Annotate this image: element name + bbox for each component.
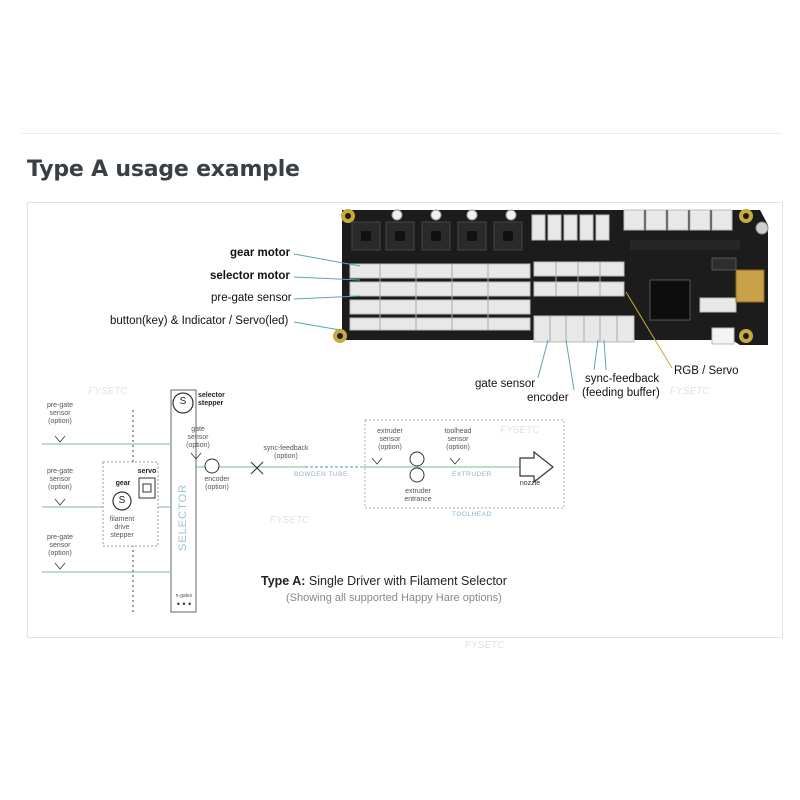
watermark: FYSETC [500,425,540,436]
caption-title: Type A: Single Driver with Filament Sele… [261,574,507,588]
label-rgb-servo: RGB / Servo [674,365,739,377]
n-gates-label: n-gates [175,593,193,599]
leader-lines [293,253,607,391]
n-gates-dots: • • • [176,599,192,609]
label-encoder: encoder [527,392,569,404]
label-feeding-buffer: (feeding buffer) [582,387,660,399]
label-sync-feedback: sync-feedback [585,373,660,385]
selector-symbol: S [179,396,187,407]
gear-symbol: S [118,495,126,506]
top-divider [22,133,782,134]
servo-label: servo [137,468,157,475]
gear-label: gear [115,480,131,487]
toolhead-tag: TOOLHEAD [452,511,492,518]
bowden-tube-tag: BOWDEN TUBE [294,471,348,478]
label-selector-motor: selector motor [210,270,290,282]
figure-frame [27,202,783,638]
label-gear-motor: gear motor [230,247,291,259]
watermark: FYSETC [465,640,505,651]
selector-vertical-text: SELECTOR [177,483,189,551]
watermark: FYSETC [670,386,710,397]
encoder-option: encoder(option) [204,476,230,491]
sync-feedback-option: sync-feedback(option) [263,445,309,460]
page-title: Type A usage example [27,157,300,182]
controller-board [333,209,769,345]
extruder-tag: EXTRUDER [452,471,492,478]
watermark: FYSETC [88,386,128,397]
watermark: FYSETC [270,515,310,526]
schematic [42,389,565,613]
caption-subtitle: (Showing all supported Happy Hare option… [286,592,502,604]
label-button-indicator: button(key) & Indicator / Servo(led) [110,315,289,327]
label-pre-gate-sensor: pre-gate sensor [211,292,292,304]
nozzle-label: nozzle [519,480,541,487]
label-gate-sensor: gate sensor [475,378,536,390]
